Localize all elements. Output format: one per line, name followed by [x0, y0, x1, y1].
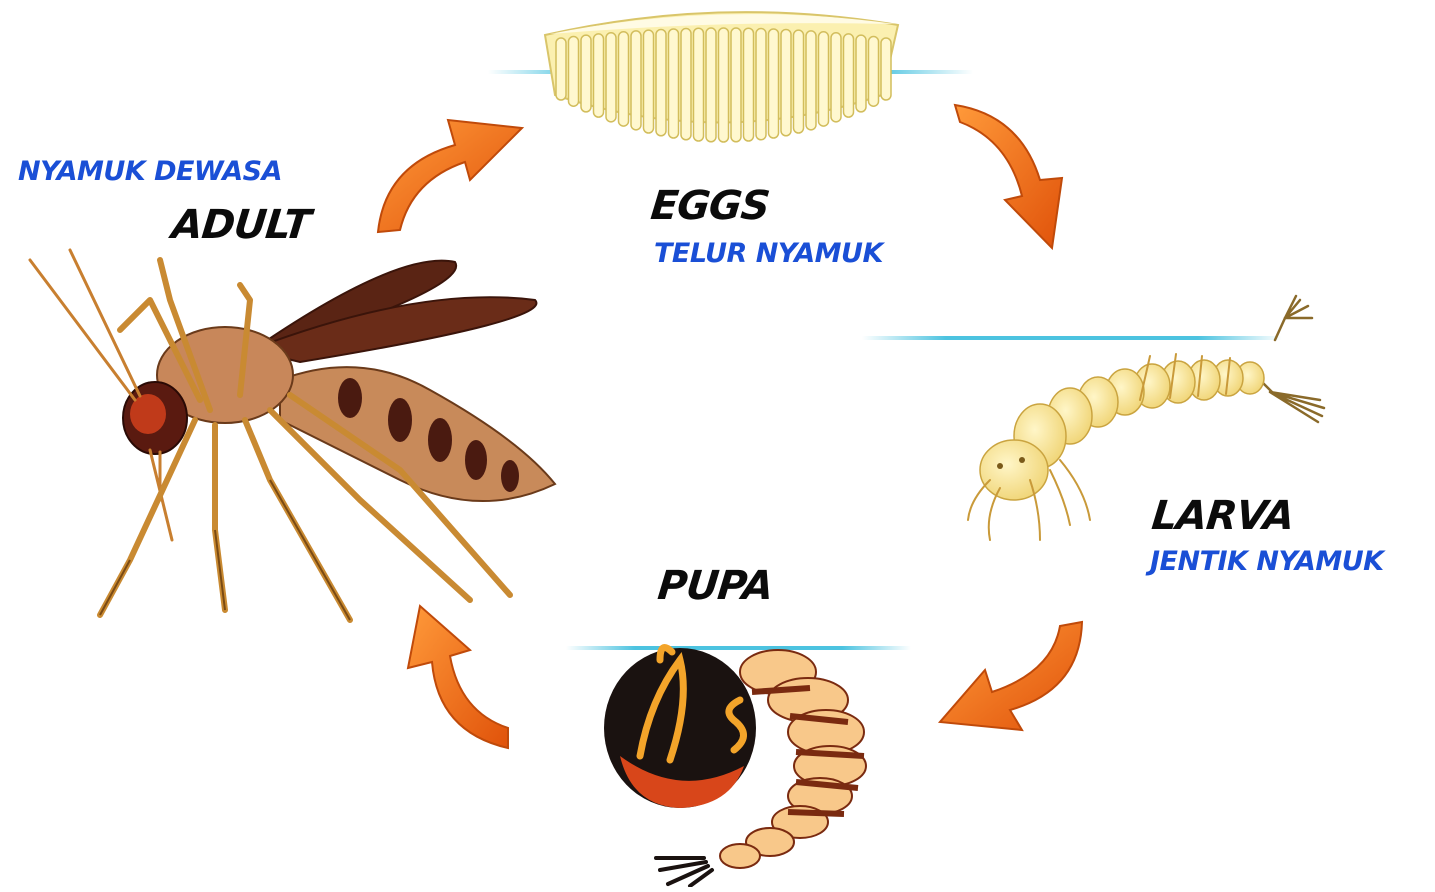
- egg: [556, 38, 566, 100]
- arrow-larva-to-pupa-icon: [940, 622, 1082, 730]
- arrow-pupa-to-adult-icon: [408, 606, 508, 748]
- water-line-pupa: [566, 646, 911, 650]
- larva-label: LARVA: [1150, 496, 1296, 536]
- egg: [756, 29, 766, 140]
- egg: [719, 28, 729, 142]
- eggs-label: EGGS: [649, 186, 771, 226]
- egg: [806, 31, 816, 130]
- arrow-adult-to-eggs-icon: [378, 120, 522, 232]
- egg: [569, 37, 579, 107]
- egg-raft-icon: [545, 12, 898, 142]
- egg: [769, 29, 779, 138]
- egg: [844, 34, 854, 117]
- larva-indonesian-label: JENTIK NYAMUK: [1150, 548, 1384, 575]
- egg: [819, 32, 829, 126]
- egg: [781, 29, 791, 135]
- water-line-larva: [862, 336, 1282, 340]
- egg: [656, 29, 666, 135]
- adult-label: ADULT: [170, 205, 312, 245]
- egg: [694, 28, 704, 141]
- egg: [706, 28, 716, 142]
- egg: [856, 35, 866, 112]
- egg: [631, 31, 641, 130]
- egg: [731, 28, 741, 142]
- egg: [669, 29, 679, 138]
- egg: [881, 38, 891, 100]
- pupa-label: PUPA: [656, 566, 775, 606]
- egg: [869, 37, 879, 107]
- egg: [744, 28, 754, 141]
- arrow-eggs-to-larva-icon: [955, 105, 1062, 248]
- egg: [606, 33, 616, 122]
- pupa-icon: [604, 648, 866, 887]
- egg: [594, 34, 604, 117]
- egg: [681, 29, 691, 140]
- egg: [794, 30, 804, 133]
- egg: [581, 35, 591, 112]
- egg: [644, 30, 654, 133]
- adult-indonesian-label: NYAMUK DEWASA: [18, 158, 282, 185]
- egg: [831, 33, 841, 122]
- egg: [619, 32, 629, 126]
- eggs-indonesian-label: TELUR NYAMUK: [654, 240, 883, 267]
- adult-mosquito-icon: [30, 250, 555, 620]
